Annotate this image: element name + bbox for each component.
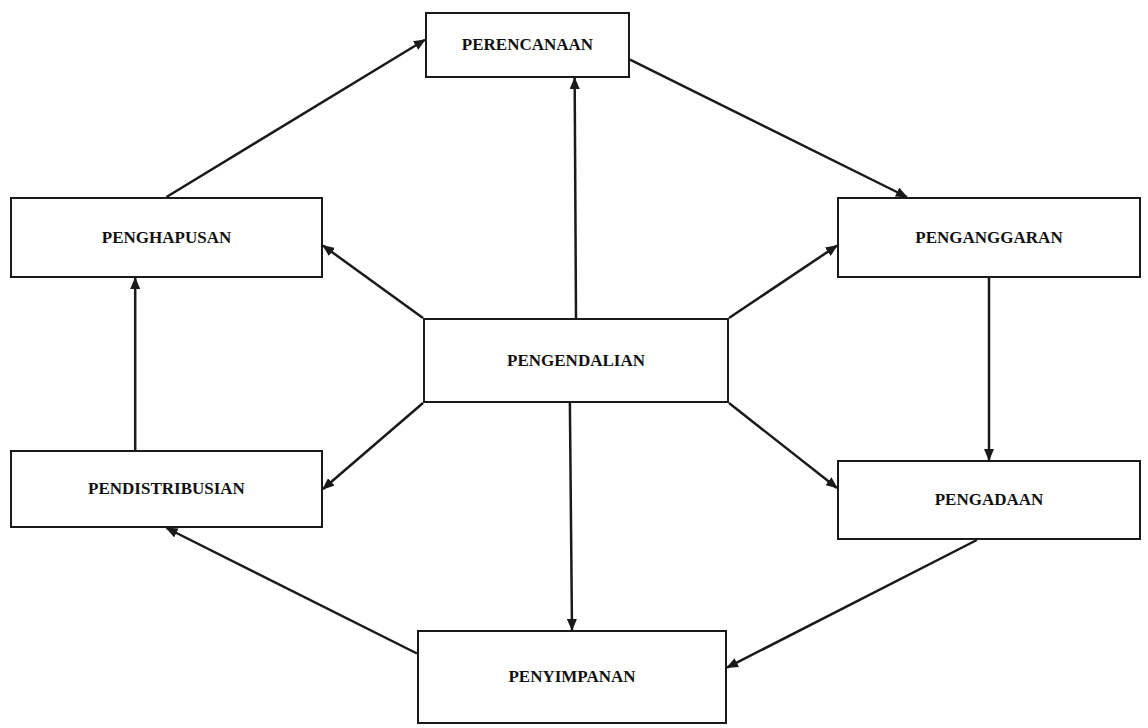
box-label: PENDISTRIBUSIAN [88,479,245,499]
flow-arrow [323,403,423,489]
box-label: PENGENDALIAN [507,351,645,371]
process-box: PENGHAPUSAN [10,197,323,278]
process-box: PENGENDALIAN [423,318,729,403]
box-label: PENGANGGARAN [915,228,1062,248]
box-label: PENGADAAN [935,490,1044,510]
process-box: PENYIMPANAN [417,630,727,724]
flow-arrow [323,246,423,318]
flow-arrow [727,540,977,668]
box-label: PENGHAPUSAN [102,228,231,248]
process-box: PENGANGGARAN [837,197,1141,278]
flow-arrow [729,246,837,318]
flow-arrow [729,403,837,488]
flow-arrow [167,528,418,654]
flow-arrow [630,60,907,197]
box-label: PERENCANAAN [462,35,593,55]
flow-arrow [167,40,426,197]
box-label: PENYIMPANAN [508,667,635,687]
flow-arrow [134,278,137,450]
process-box: PENGADAAN [837,460,1141,540]
flow-arrow [570,403,572,630]
flow-arrow [575,78,576,318]
flow-arrow [988,278,991,460]
process-box: PERENCANAAN [425,12,630,78]
process-box: PENDISTRIBUSIAN [10,450,323,528]
